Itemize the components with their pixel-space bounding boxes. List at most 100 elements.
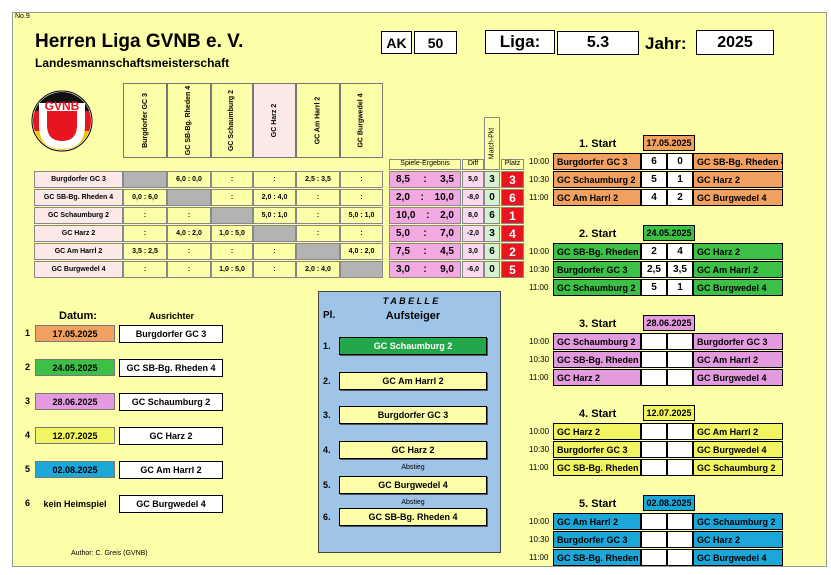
matrix-cell[interactable]: 2,0 : 4,0	[253, 189, 296, 206]
away-score[interactable]	[667, 423, 693, 440]
home-score[interactable]	[641, 369, 667, 386]
team-name: GC Harz 2	[34, 225, 123, 242]
matrix-cell[interactable]: :	[123, 225, 167, 242]
matrix-cell[interactable]: :	[340, 171, 383, 188]
away-score[interactable]	[667, 351, 693, 368]
start-date: 17.05.2025	[643, 135, 695, 151]
diff-value: 5,0	[462, 171, 484, 188]
matrix-cell[interactable]: :	[167, 261, 211, 278]
matrix-cell[interactable]	[167, 189, 211, 206]
away-score[interactable]: 2	[667, 189, 693, 206]
start-date: 28.06.2025	[643, 315, 695, 331]
match-time: 11:00	[529, 463, 549, 472]
matrix-cell[interactable]: :	[296, 207, 340, 224]
pl-label: Pl.	[323, 310, 336, 321]
matrix-cell[interactable]: 0,0 : 6,0	[123, 189, 167, 206]
home-score[interactable]	[641, 549, 667, 566]
schedule-num: 1	[25, 328, 31, 338]
away-team: GC SB-Bg. Rheden 4	[693, 153, 783, 170]
home-score[interactable]: 2,5	[641, 261, 667, 278]
away-team: GC Am Harrl 2	[693, 351, 783, 368]
home-score[interactable]	[641, 531, 667, 548]
away-score[interactable]: 3,5	[667, 261, 693, 278]
matrix-cell[interactable]: 1,0 : 5,0	[211, 225, 253, 242]
away-score[interactable]: 1	[667, 171, 693, 188]
matrix-cell[interactable]: :	[211, 189, 253, 206]
matrix-cell[interactable]	[123, 171, 167, 188]
away-score[interactable]: 1	[667, 279, 693, 296]
home-score[interactable]: 6	[641, 153, 667, 170]
away-score[interactable]: 0	[667, 153, 693, 170]
home-team: Burgdorfer GC 3	[553, 153, 641, 170]
matrix-cell[interactable]: 4,0 : 2,0	[167, 225, 211, 242]
ak-label: AK	[381, 31, 412, 54]
away-score[interactable]	[667, 441, 693, 458]
home-score[interactable]: 4	[641, 189, 667, 206]
matrix-cell[interactable]: :	[123, 207, 167, 224]
matrix-cell[interactable]	[296, 243, 340, 260]
platz-value: 3	[501, 171, 524, 188]
matrix-cell[interactable]: 5,0 : 1,0	[340, 207, 383, 224]
home-score[interactable]	[641, 333, 667, 350]
home-score[interactable]: 2	[641, 243, 667, 260]
ak-value[interactable]: 50	[414, 31, 457, 54]
away-score[interactable]	[667, 531, 693, 548]
abstieg-label: Abstieg	[401, 499, 425, 506]
matrix-cell[interactable]: :	[253, 243, 296, 260]
away-score[interactable]	[667, 549, 693, 566]
matrix-cell[interactable]: :	[167, 207, 211, 224]
team-name: GC Burgwedel 4	[34, 261, 123, 278]
matrix-cell[interactable]	[340, 261, 383, 278]
home-score[interactable]	[641, 441, 667, 458]
home-score[interactable]	[641, 513, 667, 530]
matrix-cell[interactable]: 1,0 : 5,0	[211, 261, 253, 278]
matrix-cell[interactable]: 2,5 : 3,5	[296, 171, 340, 188]
matrix-cell[interactable]: :	[340, 225, 383, 242]
matrix-cell[interactable]: 2,0 : 4,0	[296, 261, 340, 278]
away-score[interactable]	[667, 369, 693, 386]
matrix-cell[interactable]: :	[340, 189, 383, 206]
matrix-cell[interactable]: 3,5 : 2,5	[123, 243, 167, 260]
home-team: GC SB-Bg. Rheden 4	[553, 459, 641, 476]
matrix-cell[interactable]: :	[253, 171, 296, 188]
matrix-cell[interactable]: :	[167, 243, 211, 260]
start-label: 5. Start	[579, 498, 617, 510]
tabelle-place: 3.	[323, 410, 331, 420]
home-score[interactable]: 5	[641, 279, 667, 296]
jahr-value[interactable]: 2025	[696, 30, 774, 55]
home-score[interactable]: 5	[641, 171, 667, 188]
liga-value[interactable]: 5.3	[557, 31, 639, 55]
matrix-cell[interactable]: :	[211, 243, 253, 260]
tabelle-team: GC Burgwedel 4	[339, 476, 487, 494]
away-score[interactable]	[667, 513, 693, 530]
platz-value: 4	[501, 225, 524, 242]
match-time: 11:00	[529, 283, 549, 292]
away-score[interactable]	[667, 459, 693, 476]
matrix-cell[interactable]	[253, 225, 296, 242]
matrix-cell[interactable]: 4,0 : 2,0	[340, 243, 383, 260]
match-time: 10:00	[529, 247, 550, 256]
home-score[interactable]	[641, 351, 667, 368]
matrix-cell[interactable]: 5,0 : 1,0	[253, 207, 296, 224]
score-against: 10,0	[434, 192, 454, 203]
matrix-cell[interactable]: :	[211, 171, 253, 188]
match-points: 6	[484, 207, 500, 224]
matrix-cell[interactable]: :	[123, 261, 167, 278]
schedule-host: GC Am Harrl 2	[119, 461, 223, 479]
home-team: GC SB-Bg. Rheden 4	[553, 549, 641, 566]
tabelle-place: 4.	[323, 445, 331, 455]
ausrichter-label: Ausrichter	[149, 311, 195, 321]
schedule-date: 12.07.2025	[35, 427, 115, 444]
matrix-cell[interactable]: :	[296, 225, 340, 242]
matrix-cell[interactable]: 6,0 : 0,0	[167, 171, 211, 188]
home-score[interactable]	[641, 423, 667, 440]
matrix-cell[interactable]: :	[296, 189, 340, 206]
away-score[interactable]: 4	[667, 243, 693, 260]
away-score[interactable]	[667, 333, 693, 350]
home-score[interactable]	[641, 459, 667, 476]
matrix-cell[interactable]	[211, 207, 253, 224]
matrix-cell[interactable]: :	[253, 261, 296, 278]
